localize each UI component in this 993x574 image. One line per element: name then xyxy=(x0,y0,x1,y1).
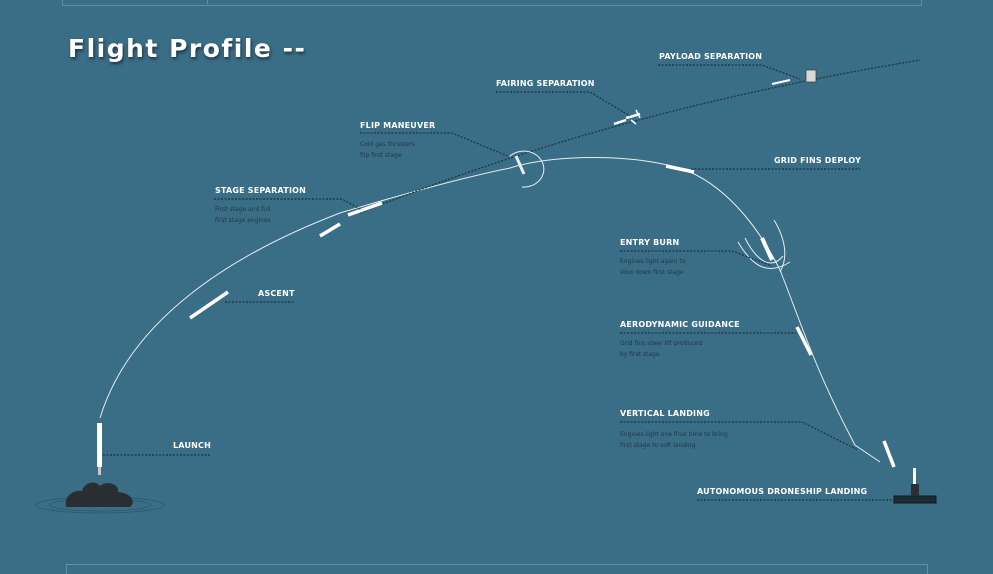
desc-stage-separation-1: First stage and full xyxy=(215,206,271,213)
label-launch: LAUNCH xyxy=(173,441,211,450)
payload-icon xyxy=(771,69,817,85)
label-fairing-separation: FAIRING SEPARATION xyxy=(496,79,595,88)
page-title: Flight Profile -- xyxy=(68,34,307,63)
desc-flip-maneuver-2: flip first stage xyxy=(360,152,402,159)
label-vertical-landing: VERTICAL LANDING xyxy=(620,409,710,418)
second-stage-trajectory xyxy=(359,59,921,214)
label-stage-separation: STAGE SEPARATION xyxy=(215,186,306,195)
top-frame-divider xyxy=(207,0,208,4)
top-frame xyxy=(62,0,922,6)
desc-stage-separation-2: first stage engines xyxy=(215,217,271,224)
droneship-icon xyxy=(893,468,937,504)
rocket-gridfins-icon xyxy=(665,164,695,174)
bottom-frame xyxy=(66,564,928,574)
rocket-landing-icon xyxy=(882,440,896,468)
label-aerodynamic-guidance: AERODYNAMIC GUIDANCE xyxy=(620,320,740,329)
ascent-trajectory xyxy=(99,167,511,419)
rocket-separation-icon xyxy=(319,201,383,238)
label-droneship-landing: AUTONOMOUS DRONESHIP LANDING xyxy=(697,487,867,496)
rocket-icon xyxy=(97,423,102,475)
desc-entry-burn-1: Engines light again to xyxy=(620,258,686,265)
launch-pad-icon xyxy=(35,482,165,514)
desc-vertical-landing-1: Engines light one final time to bring xyxy=(620,431,728,438)
desc-aerodynamic-guidance-2: by first stage xyxy=(620,351,660,358)
label-grid-fins-deploy: GRID FINS DEPLOY xyxy=(774,156,861,165)
boostback-trajectory xyxy=(509,157,881,463)
desc-vertical-landing-2: first stage to soft landing xyxy=(620,442,696,449)
desc-aerodynamic-guidance-1: Grid fins steer lift produced xyxy=(620,340,702,347)
leader-lines xyxy=(103,64,895,501)
desc-entry-burn-2: slow down first stage xyxy=(620,269,684,276)
label-ascent: ASCENT xyxy=(258,289,295,298)
label-flip-maneuver: FLIP MANEUVER xyxy=(360,121,435,130)
desc-flip-maneuver-1: Cold gas thrusters xyxy=(360,141,415,148)
rocket-aero-icon xyxy=(795,326,813,356)
label-entry-burn: ENTRY BURN xyxy=(620,238,679,247)
fairing-icon xyxy=(613,109,641,126)
label-payload-separation: PAYLOAD SEPARATION xyxy=(659,52,762,61)
entry-burn-icon xyxy=(737,219,791,273)
flip-circle-icon xyxy=(508,150,545,188)
rocket-ascent-icon xyxy=(189,290,229,320)
